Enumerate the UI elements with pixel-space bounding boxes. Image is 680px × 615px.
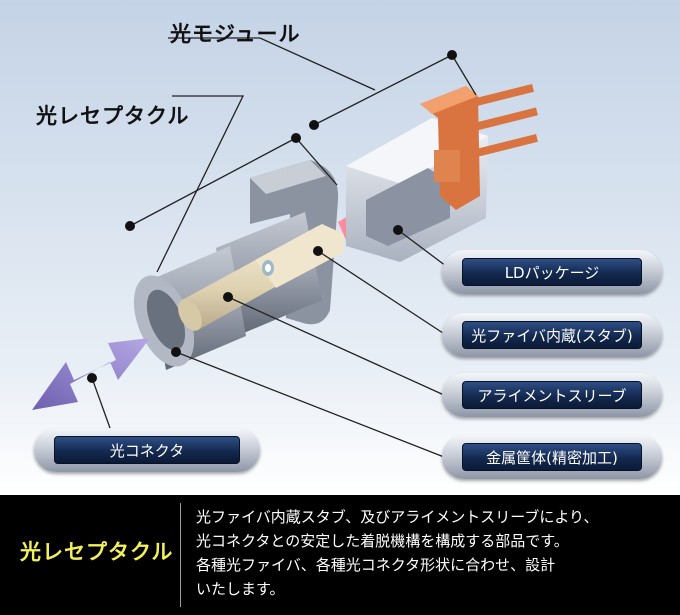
leader-stub: [317, 250, 447, 336]
footer-line: いたします。: [196, 580, 285, 598]
callout-ld-package-text: LDパッケージ: [462, 258, 642, 286]
label-module: 光モジュール: [170, 22, 301, 46]
ld-package: [346, 84, 538, 262]
description-footer: 光レセプタクル 光ファイバ内蔵スタブ、及びアライメントスリーブにより、 光コネク…: [0, 495, 680, 615]
callout-connector-text: 光コネクタ: [54, 436, 240, 464]
leader-receptacle-top: [156, 95, 245, 273]
stub-ferrule: [178, 224, 344, 331]
leader-dots: [87, 50, 457, 383]
callout-connector: 光コネクタ: [34, 428, 260, 472]
receptacle-illustration: [0, 0, 680, 495]
footer-line: 光コネクタとの安定した着脱機構を構成する部品です。: [196, 532, 569, 550]
callout-ld-package: LDパッケージ: [442, 250, 662, 294]
callout-stub-text: 光ファイバ内蔵(スタブ): [462, 321, 642, 349]
footer-description: 光ファイバ内蔵スタブ、及びアライメントスリーブにより、 光コネクタとの安定した着…: [196, 505, 666, 601]
footer-line: 光ファイバ内蔵スタブ、及びアライメントスリーブにより、: [196, 508, 599, 526]
leader-sleeve: [227, 296, 445, 396]
leader-connector: [91, 377, 111, 429]
callout-housing-text: 金属筐体(精密加工): [462, 443, 642, 471]
footer-divider: [180, 503, 181, 607]
footer-title: 光レセプタクル: [20, 540, 174, 564]
footer-line: 各種光ファイバ、各種光コネクタ形状に合わせ、設計: [196, 556, 556, 574]
double-arrow: [32, 338, 150, 410]
leader-module-top: [168, 37, 376, 91]
callout-stub: 光ファイバ内蔵(スタブ): [442, 313, 662, 357]
label-receptacle: 光レセプタクル: [36, 104, 190, 128]
callout-sleeve-text: アライメントスリーブ: [462, 381, 642, 409]
callout-sleeve: アライメントスリーブ: [442, 373, 662, 417]
callout-housing: 金属筐体(精密加工): [442, 435, 662, 479]
leader-housing: [175, 351, 445, 458]
